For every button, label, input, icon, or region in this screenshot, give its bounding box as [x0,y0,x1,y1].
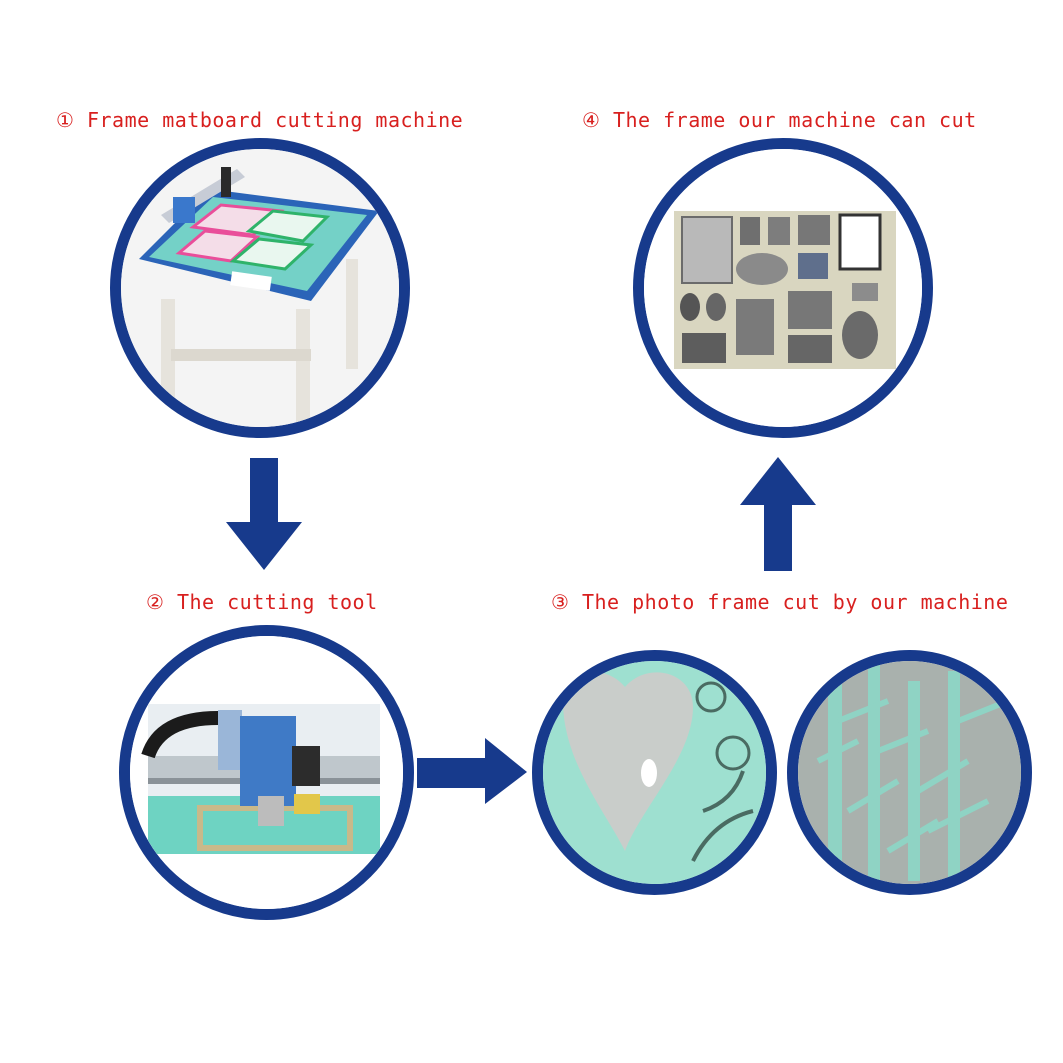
heart-frame-photo [532,650,777,895]
machine-photo [110,138,410,438]
bamboo-frame-photo [787,650,1032,895]
frames-photo [633,138,933,438]
arrow-right [417,738,529,806]
step-2-label: ② The cutting tool [146,590,378,614]
cutting-head-illustration [130,636,403,909]
cutting-tool-photo [119,625,414,920]
arrow-down [226,458,302,572]
bamboo-cutout-illustration [798,661,1021,884]
matboard-machine-illustration [121,149,399,427]
photo-frames-collage [644,149,922,427]
step-4-label: ④ The frame our machine can cut [582,108,977,132]
heart-cutout-illustration [543,661,766,884]
arrow-up [740,455,816,573]
step-3-label: ③ The photo frame cut by our machine [551,590,1009,614]
step-1-label: ① Frame matboard cutting machine [56,108,464,132]
